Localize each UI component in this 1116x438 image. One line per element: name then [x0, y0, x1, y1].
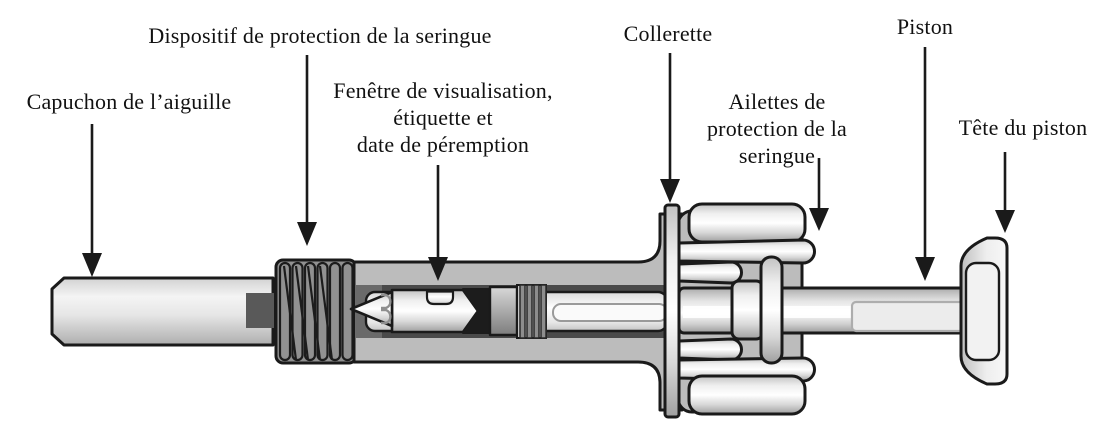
needle-cap-arrow	[82, 124, 102, 277]
protection-wings-arrow	[809, 158, 829, 231]
flange-arrow	[660, 53, 680, 203]
syringe-barrel-shape	[349, 284, 668, 339]
label-protection-device: Dispositif de protection de la seringue	[103, 22, 537, 49]
plunger-arrow	[915, 47, 935, 281]
label-line: Fenêtre de visualisation,	[333, 78, 553, 103]
label-line: Dispositif de protection de la seringue	[148, 23, 492, 48]
plunger-rod-shape	[677, 286, 969, 335]
label-line: Capuchon de l’aiguille	[26, 89, 232, 114]
stopper-shape	[462, 288, 492, 334]
protection-device-grip-shape	[274, 258, 358, 365]
label-line: étiquette et	[393, 105, 493, 130]
label-protection-wings: Ailettes de protection de la seringue	[697, 88, 857, 169]
label-flange: Collerette	[613, 20, 723, 47]
plunger-head-arrow	[995, 152, 1015, 233]
wing-collar-shape	[730, 279, 765, 341]
label-line: Tête du piston	[958, 115, 1088, 140]
viewing-window-arrow	[428, 165, 448, 281]
label-line: Ailettes de	[728, 89, 826, 114]
label-line: protection de la	[706, 116, 848, 141]
label-plunger-head: Tête du piston	[947, 114, 1099, 141]
label-line: date de péremption	[356, 132, 530, 157]
label-line: Piston	[896, 14, 954, 39]
label-line: Collerette	[623, 21, 713, 46]
flange-shape	[663, 203, 681, 419]
label-line: seringue	[738, 143, 816, 168]
needle-cone-shape	[349, 290, 394, 328]
label-plunger: Piston	[888, 13, 962, 40]
cap-dark-band	[246, 293, 274, 328]
label-viewing-window: Fenêtre de visualisation, étiquette et d…	[302, 77, 584, 158]
protection-wings-shape	[677, 202, 816, 416]
plunger-head-shape	[959, 236, 1009, 386]
window-tab-detail	[425, 290, 455, 306]
needle-cap-shape	[50, 276, 275, 347]
rod-core-detail	[850, 300, 966, 333]
label-needle-cap: Capuchon de l’aiguille	[0, 88, 258, 115]
protection-device-arrow	[297, 55, 317, 246]
inner-rod-detail	[552, 303, 668, 322]
wing-clip-shape	[759, 255, 784, 365]
